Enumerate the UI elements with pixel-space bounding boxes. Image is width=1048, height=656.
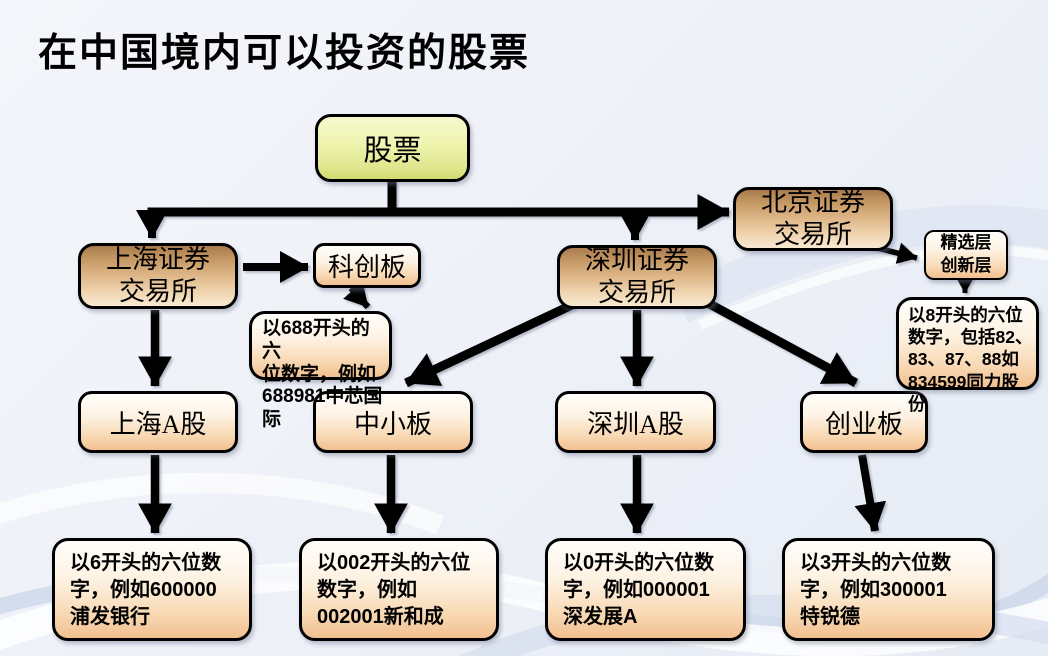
edge-star-to-note	[343, 281, 371, 310]
node-stock: 股票	[315, 114, 470, 182]
node-label-line: 交易所	[118, 277, 197, 306]
note-line: 以6开头的六位数	[70, 552, 222, 574]
node-label: 上海A股	[109, 409, 207, 439]
note-line: 字，例如300001	[800, 579, 947, 602]
note-line: 83、87、88如	[908, 349, 1019, 370]
node-label-line: 交易所	[773, 220, 852, 249]
note-line: 以3开头的六位数	[800, 552, 952, 574]
note-beijing-exchange: 以8开头的六位 数字，包括82、 83、87、88如 834599同力股份	[896, 297, 1039, 414]
node-shanghai-a-share: 上海A股	[78, 391, 238, 453]
note-line: 002001新和成	[317, 606, 444, 629]
node-label-line: 上海证券	[105, 245, 210, 275]
edge-shenzhen-to-chinext	[703, 298, 859, 387]
node-select-innovation-layer: 精选层 创新层	[924, 230, 1008, 280]
node-label-line: 精选层	[940, 233, 992, 253]
note-line: 深发展A	[563, 606, 638, 629]
node-label: 深圳A股	[587, 409, 684, 439]
note-chinext-board: 以3开头的六位数 字，例如300001 特锐德	[782, 538, 995, 641]
edge-chinext-to-note	[854, 454, 887, 532]
node-label: 股票	[363, 135, 422, 167]
page-title: 在中国境内可以投资的股票	[38, 32, 531, 75]
note-shenzhen-a-share: 以0开头的六位数 字，例如000001 深发展A	[545, 538, 746, 641]
note-line: 数字，包括82、	[908, 327, 1033, 348]
node-label-line: 创新层	[940, 256, 992, 275]
node-label: 创业板	[824, 409, 903, 439]
note-line: 以0开头的六位数	[563, 552, 715, 574]
note-sme-board: 以002开头的六位 数字，例如 002001新和成	[299, 538, 499, 641]
node-label-line: 深圳证券	[584, 246, 689, 276]
node-shenzhen-stock-exchange: 深圳证券 交易所	[557, 245, 717, 309]
node-chinext-board: 创业板	[800, 391, 928, 453]
note-line: 以688开头的六	[262, 318, 370, 362]
note-line: 688981中芯国际	[262, 386, 383, 431]
note-shanghai-a-share: 以6开头的六位数 字，例如600000 浦发银行	[52, 538, 252, 641]
note-line: 834599同力股份	[908, 371, 1019, 414]
node-label: 科创板	[327, 253, 406, 282]
note-line: 字，例如000001	[563, 579, 710, 602]
note-star-market: 以688开头的六 位数字，例如 688981中芯国际	[249, 311, 392, 430]
note-line: 字，例如600000	[70, 579, 217, 602]
node-sme-board: 中小板	[313, 391, 473, 453]
node-shanghai-stock-exchange: 上海证券 交易所	[78, 243, 238, 309]
note-line: 特锐德	[800, 606, 860, 629]
node-label-line: 交易所	[597, 278, 676, 307]
node-star-market: 科创板	[313, 243, 421, 288]
note-line: 浦发银行	[70, 606, 150, 629]
note-line: 以8开头的六位	[908, 305, 1023, 325]
node-label: 中小板	[353, 409, 432, 439]
note-line: 数字，例如	[317, 579, 417, 602]
node-label-line: 北京证券	[760, 188, 865, 218]
edge-shenzhen-to-sme	[404, 299, 576, 388]
node-beijing-stock-exchange: 北京证券 交易所	[733, 187, 893, 251]
note-line: 位数字，例如	[262, 363, 377, 385]
note-line: 以002开头的六位	[317, 552, 471, 574]
node-shenzhen-a-share: 深圳A股	[555, 391, 716, 453]
